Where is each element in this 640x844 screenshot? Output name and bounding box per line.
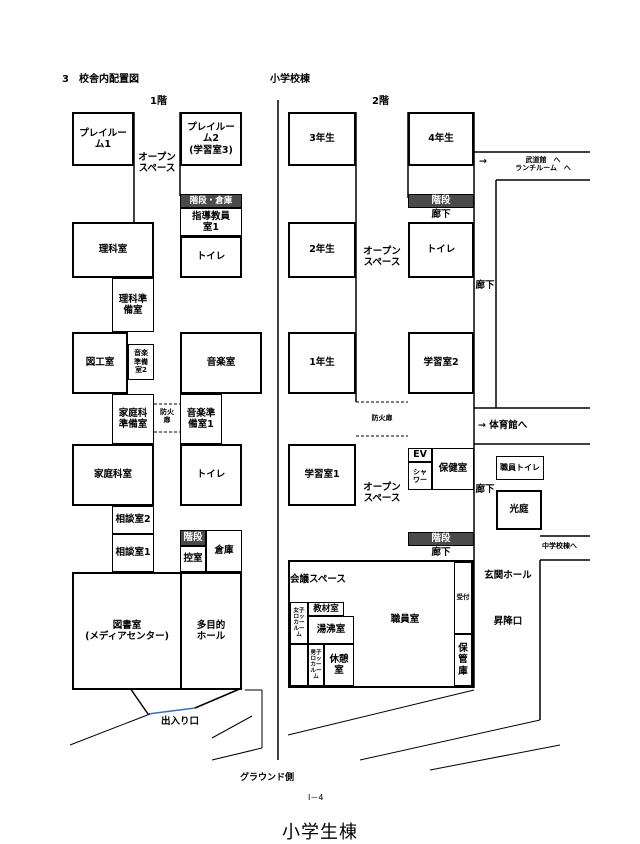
room-science-prep: 理科準 備室 — [112, 278, 154, 332]
label-corridor-bottom: 廊下 — [431, 547, 451, 558]
room-consult2: 相談室2 — [112, 506, 154, 534]
room-stairs-top: 階段 — [408, 194, 474, 208]
label-open-space-top: オープン スペース — [363, 246, 401, 269]
room-music-prep2: 音楽 準備 室2 — [128, 344, 154, 380]
room-home-ec: 家庭科室 — [72, 444, 154, 506]
label-fire-door-2f: 防火扉 — [371, 414, 393, 422]
room-home-ec-prep: 家庭科 準備室 — [112, 394, 154, 444]
label-meeting: 会議スペース — [290, 574, 346, 585]
room-reception: 受付 — [454, 562, 472, 634]
label-open-space: オープン スペース — [138, 152, 176, 175]
page-caption: 小学生棟 — [282, 822, 358, 843]
room-boys-locker: 男子 ロッ カー ルー ム — [308, 644, 324, 686]
section-title: 3 校舎内配置図 — [62, 74, 139, 85]
label-corridor-mid: 廊下 — [475, 484, 495, 495]
room-blank — [290, 644, 308, 686]
room-grade3: 3年生 — [288, 112, 356, 166]
room-teacher: 指導教員 室1 — [180, 208, 242, 236]
room-stairs-bottom: 階段 — [408, 532, 474, 546]
room-rest: 休憩室 — [324, 644, 354, 686]
room-science: 理科室 — [72, 222, 154, 278]
room-storage: 倉庫 — [206, 530, 242, 572]
room-study1: 学習室1 — [288, 444, 356, 506]
room-grade4: 4年生 — [408, 112, 474, 166]
label-boarding: 昇降口 — [493, 616, 523, 627]
room-music-prep1: 音楽準 備室1 — [180, 394, 222, 444]
room-staff-toilet: 職員トイレ — [496, 456, 544, 480]
floor1-title: 1階 — [150, 96, 167, 107]
room-ev: EV — [408, 448, 432, 462]
room-music: 音楽室 — [180, 332, 262, 394]
room-stairs: 階段 — [180, 530, 206, 546]
label-to-budokan: 武道館 へ ランチルーム へ — [515, 156, 571, 173]
room-courtyard: 光庭 — [496, 490, 542, 530]
label-staff-room: 職員室 — [390, 614, 420, 625]
room-health: 保健室 — [432, 448, 474, 490]
label-entrance: 出入り口 — [160, 716, 199, 727]
label-entrance-hall: 玄関ホール — [484, 570, 532, 581]
room-shower: シャ ワー — [408, 462, 432, 490]
room-stairs-storage: 階段・倉庫 — [180, 194, 242, 208]
room-safe: 保 管 庫 — [454, 634, 472, 686]
room-grade2: 2年生 — [288, 222, 356, 278]
room-library: 図書室 (メディアセンター) — [72, 572, 182, 690]
room-toilet-2f: トイレ — [408, 222, 474, 278]
label-open-space-bottom: オープン スペース — [363, 482, 401, 505]
label-to-junior: 中学校棟へ — [542, 542, 577, 550]
room-materials: 教材室 — [308, 602, 344, 616]
room-playroom2: プレイルー ム2 (学習室3) — [180, 112, 242, 166]
room-kettle: 湯沸室 — [308, 616, 354, 644]
arrow-budokan-icon: → — [479, 156, 487, 167]
label-ground-side: グラウンド側 — [240, 773, 295, 783]
room-multipurpose: 多目的 ホール — [180, 572, 242, 690]
room-study2: 学習室2 — [408, 332, 474, 394]
room-toilet2: トイレ — [180, 444, 242, 506]
room-art: 図工室 — [72, 332, 128, 394]
label-corridor-top: 廊下 — [431, 209, 451, 220]
label-corridor-side: 廊下 — [475, 280, 495, 291]
floor2-title: 2階 — [372, 96, 389, 107]
label-to-gym: → 体育館へ — [478, 420, 528, 431]
room-girls-locker: 女子 ロッ カー ルー ム — [290, 602, 308, 644]
room-consult1: 相談室1 — [112, 534, 154, 572]
label-fire-door: 防火 扉 — [160, 408, 174, 425]
building-title: 小学校棟 — [270, 74, 310, 85]
room-grade1: 1年生 — [288, 332, 356, 394]
page-number: Ⅰ－4 — [308, 793, 324, 802]
room-waiting: 控室 — [180, 546, 206, 572]
room-toilet1: トイレ — [180, 236, 242, 278]
room-playroom1: プレイルー ム1 — [72, 112, 134, 166]
